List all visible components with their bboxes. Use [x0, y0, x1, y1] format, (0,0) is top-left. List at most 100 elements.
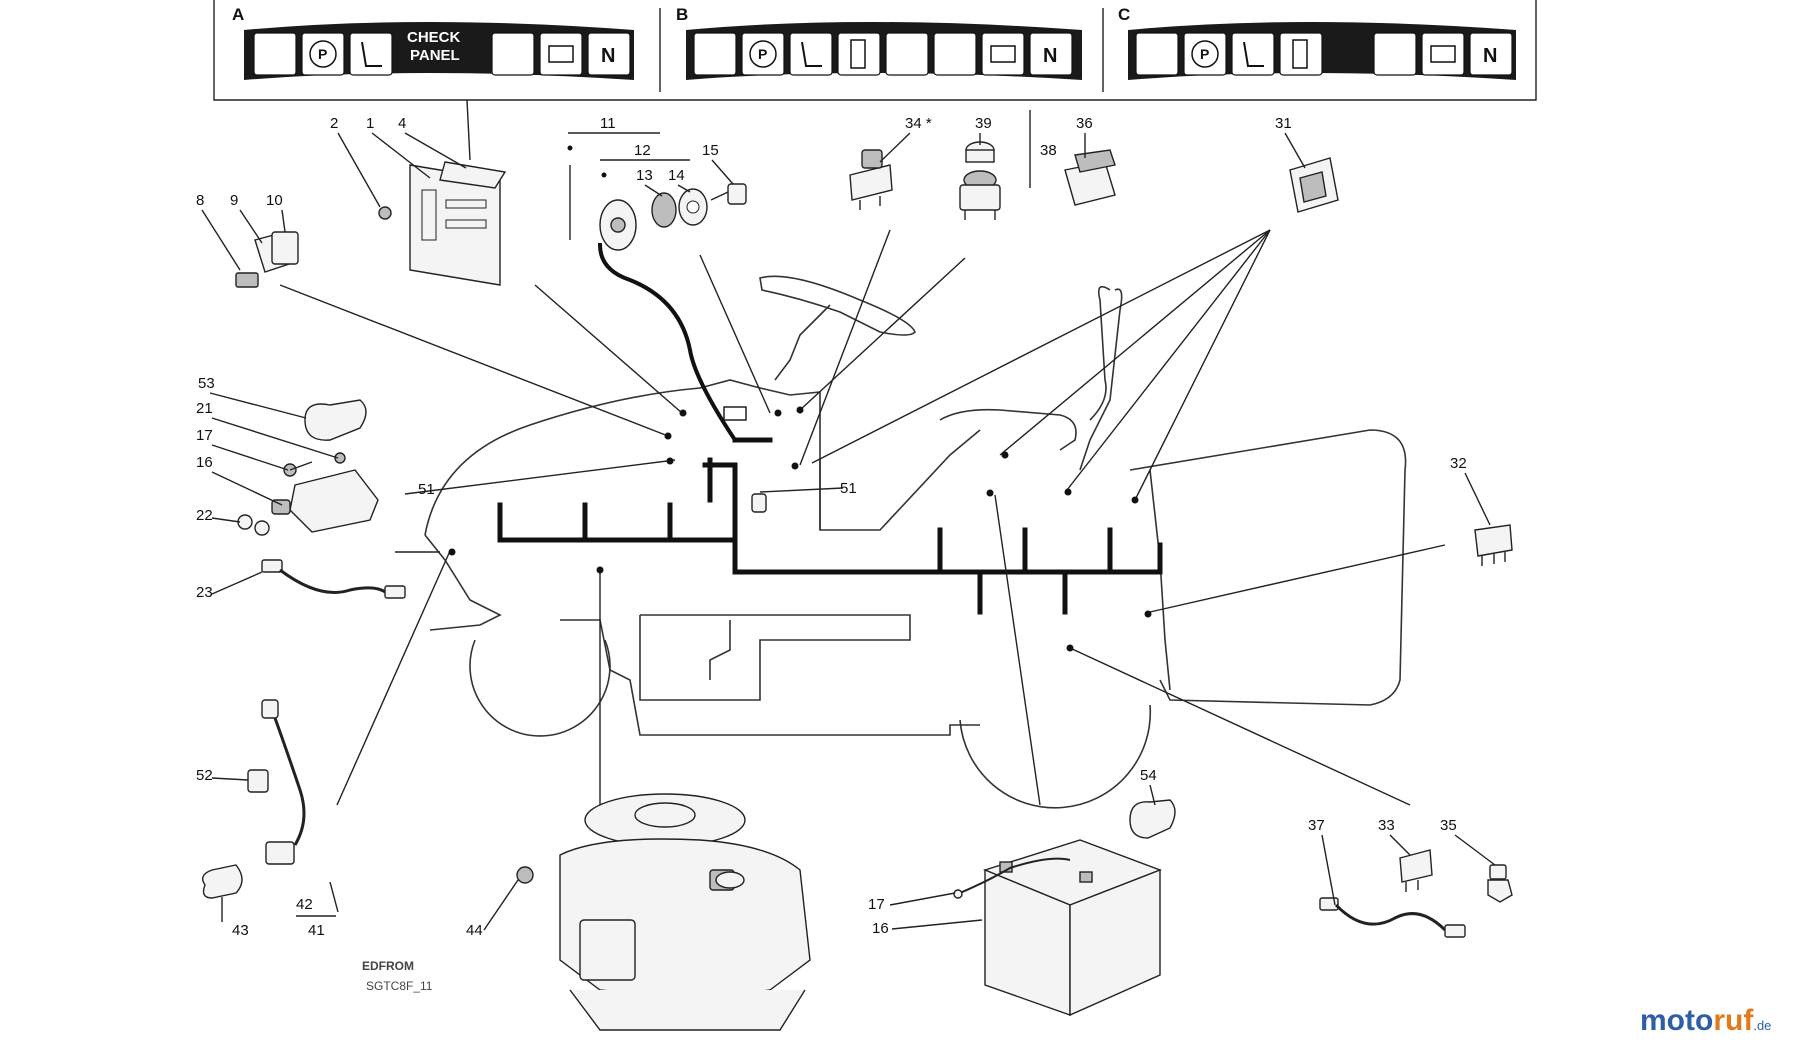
svg-text:EDFROM: EDFROM — [362, 959, 414, 973]
panel-b-letter: B — [676, 5, 688, 24]
neutral-icon — [587, 32, 631, 76]
watermark-logo: motoruf.de — [1640, 1004, 1771, 1037]
grass-bag-icon — [491, 32, 535, 76]
callout-36: 34 * — [905, 115, 932, 132]
seat-entry-icon — [1135, 32, 1179, 76]
battery-icon — [1421, 32, 1465, 76]
callout-35: 37 — [1308, 817, 1325, 834]
callout-13: 13 — [636, 167, 653, 184]
callout-22: 17 — [196, 427, 213, 444]
toggle-switch — [849, 149, 893, 210]
callout-54: 54 — [1140, 767, 1157, 784]
callout-32: 32 — [1450, 455, 1467, 472]
callout-17: 17 — [868, 896, 885, 913]
callout-52: 52 — [196, 767, 213, 784]
callout-39: 39 — [975, 115, 992, 132]
panel-a: A P CHECK PANEL N — [232, 5, 634, 80]
callout-10: 10 — [266, 192, 283, 209]
rocker-switch — [1064, 149, 1116, 206]
oil-can-icon — [885, 32, 929, 76]
tractor-outline — [424, 275, 1407, 809]
battery-cap — [1129, 799, 1176, 839]
callout-51b: 51 — [840, 480, 857, 497]
cable-35 — [1319, 897, 1466, 938]
callout-53: 53 — [198, 375, 215, 392]
check-panel-line2: PANEL — [410, 47, 460, 64]
circuit-board — [378, 161, 507, 286]
neutral-icon — [1469, 32, 1513, 76]
neutral-a-glyph: N — [601, 45, 615, 67]
relay-32 — [1474, 524, 1513, 566]
parking-brake-icon — [301, 32, 345, 76]
callout-42: 42 — [296, 896, 313, 913]
callout-41: 41 — [308, 922, 325, 939]
parking-brake-icon — [741, 32, 785, 76]
panel-frame — [213, 0, 1537, 161]
relay-assembly — [235, 231, 299, 288]
svg-text:SGTC8F_11: SGTC8F_11 — [366, 979, 433, 993]
callout-44: 44 — [466, 922, 483, 939]
callout-34: 35 — [1440, 817, 1457, 834]
connection-points — [448, 145, 1152, 652]
engine — [559, 793, 811, 1031]
ignition-switch — [599, 183, 747, 251]
grass-bag-icon — [1373, 32, 1417, 76]
callout-24: 22 — [196, 507, 213, 524]
wiring-harness — [497, 242, 1163, 615]
fuel-icon — [837, 32, 881, 76]
sensor-34 — [1487, 864, 1513, 903]
callout-1: 1 — [366, 115, 374, 132]
seat-icon — [349, 32, 393, 76]
relay-33 — [1399, 849, 1433, 892]
parking-brake-glyph: P — [1200, 46, 1209, 62]
panel-c-letter: C — [1118, 5, 1130, 24]
neutral-c-glyph: N — [1483, 45, 1497, 67]
callout-31: 31 — [1275, 115, 1292, 132]
callout-51: 51 — [418, 481, 435, 498]
battery — [953, 839, 1162, 1017]
callout-33: 33 — [1378, 817, 1395, 834]
grass-bag-icon — [933, 32, 977, 76]
callout-labels: 2 1 4 8 9 10 11 12 13 14 15 34 * 39 38 3… — [196, 110, 1496, 939]
callout-8: 8 — [196, 192, 204, 209]
callout-2: 2 — [330, 115, 338, 132]
neutral-b-glyph: N — [1043, 45, 1057, 67]
callout-9: 9 — [230, 192, 238, 209]
callout-12: 12 — [634, 142, 651, 159]
key-switch — [959, 141, 1001, 220]
callout-37: 36 — [1076, 115, 1093, 132]
callout-11: 11 — [600, 115, 616, 132]
terminal-cap — [304, 399, 367, 441]
panel-a-letter: A — [232, 5, 244, 24]
starter-solenoid — [237, 452, 379, 536]
fuel-icon — [1279, 32, 1323, 76]
parking-brake-icon — [1183, 32, 1227, 76]
callout-21: 16 — [196, 454, 213, 471]
parking-brake-glyph: P — [758, 46, 767, 62]
seat-icon — [789, 32, 833, 76]
cable-25 — [261, 559, 406, 599]
parking-brake-glyph: P — [318, 46, 327, 62]
panel-b: B P N — [676, 5, 1082, 80]
battery-leaders — [889, 892, 983, 930]
seat-entry-icon — [693, 32, 737, 76]
check-panel-line1: CHECK — [407, 29, 461, 46]
leader-lines — [279, 165, 1446, 806]
neutral-icon — [1029, 32, 1073, 76]
panel-c: C P N — [1118, 5, 1516, 80]
callout-25: 23 — [196, 584, 213, 601]
callout-43: 43 — [232, 922, 249, 939]
callout-16: 16 — [872, 920, 889, 937]
battery-icon — [981, 32, 1025, 76]
callout-4: 4 — [398, 115, 406, 132]
seat-entry-icon — [253, 32, 297, 76]
svg-text:motoruf.de: motoruf.de — [1640, 1004, 1771, 1037]
lamp-cable — [202, 699, 306, 899]
callout-23: 21 — [196, 400, 213, 417]
callout-38: 38 — [1040, 142, 1057, 159]
nut-44 — [516, 866, 534, 884]
drawing-stamp: EDFROM SGTC8F_11 — [362, 959, 433, 993]
battery-icon — [539, 32, 583, 76]
callout-14: 14 — [668, 167, 685, 184]
